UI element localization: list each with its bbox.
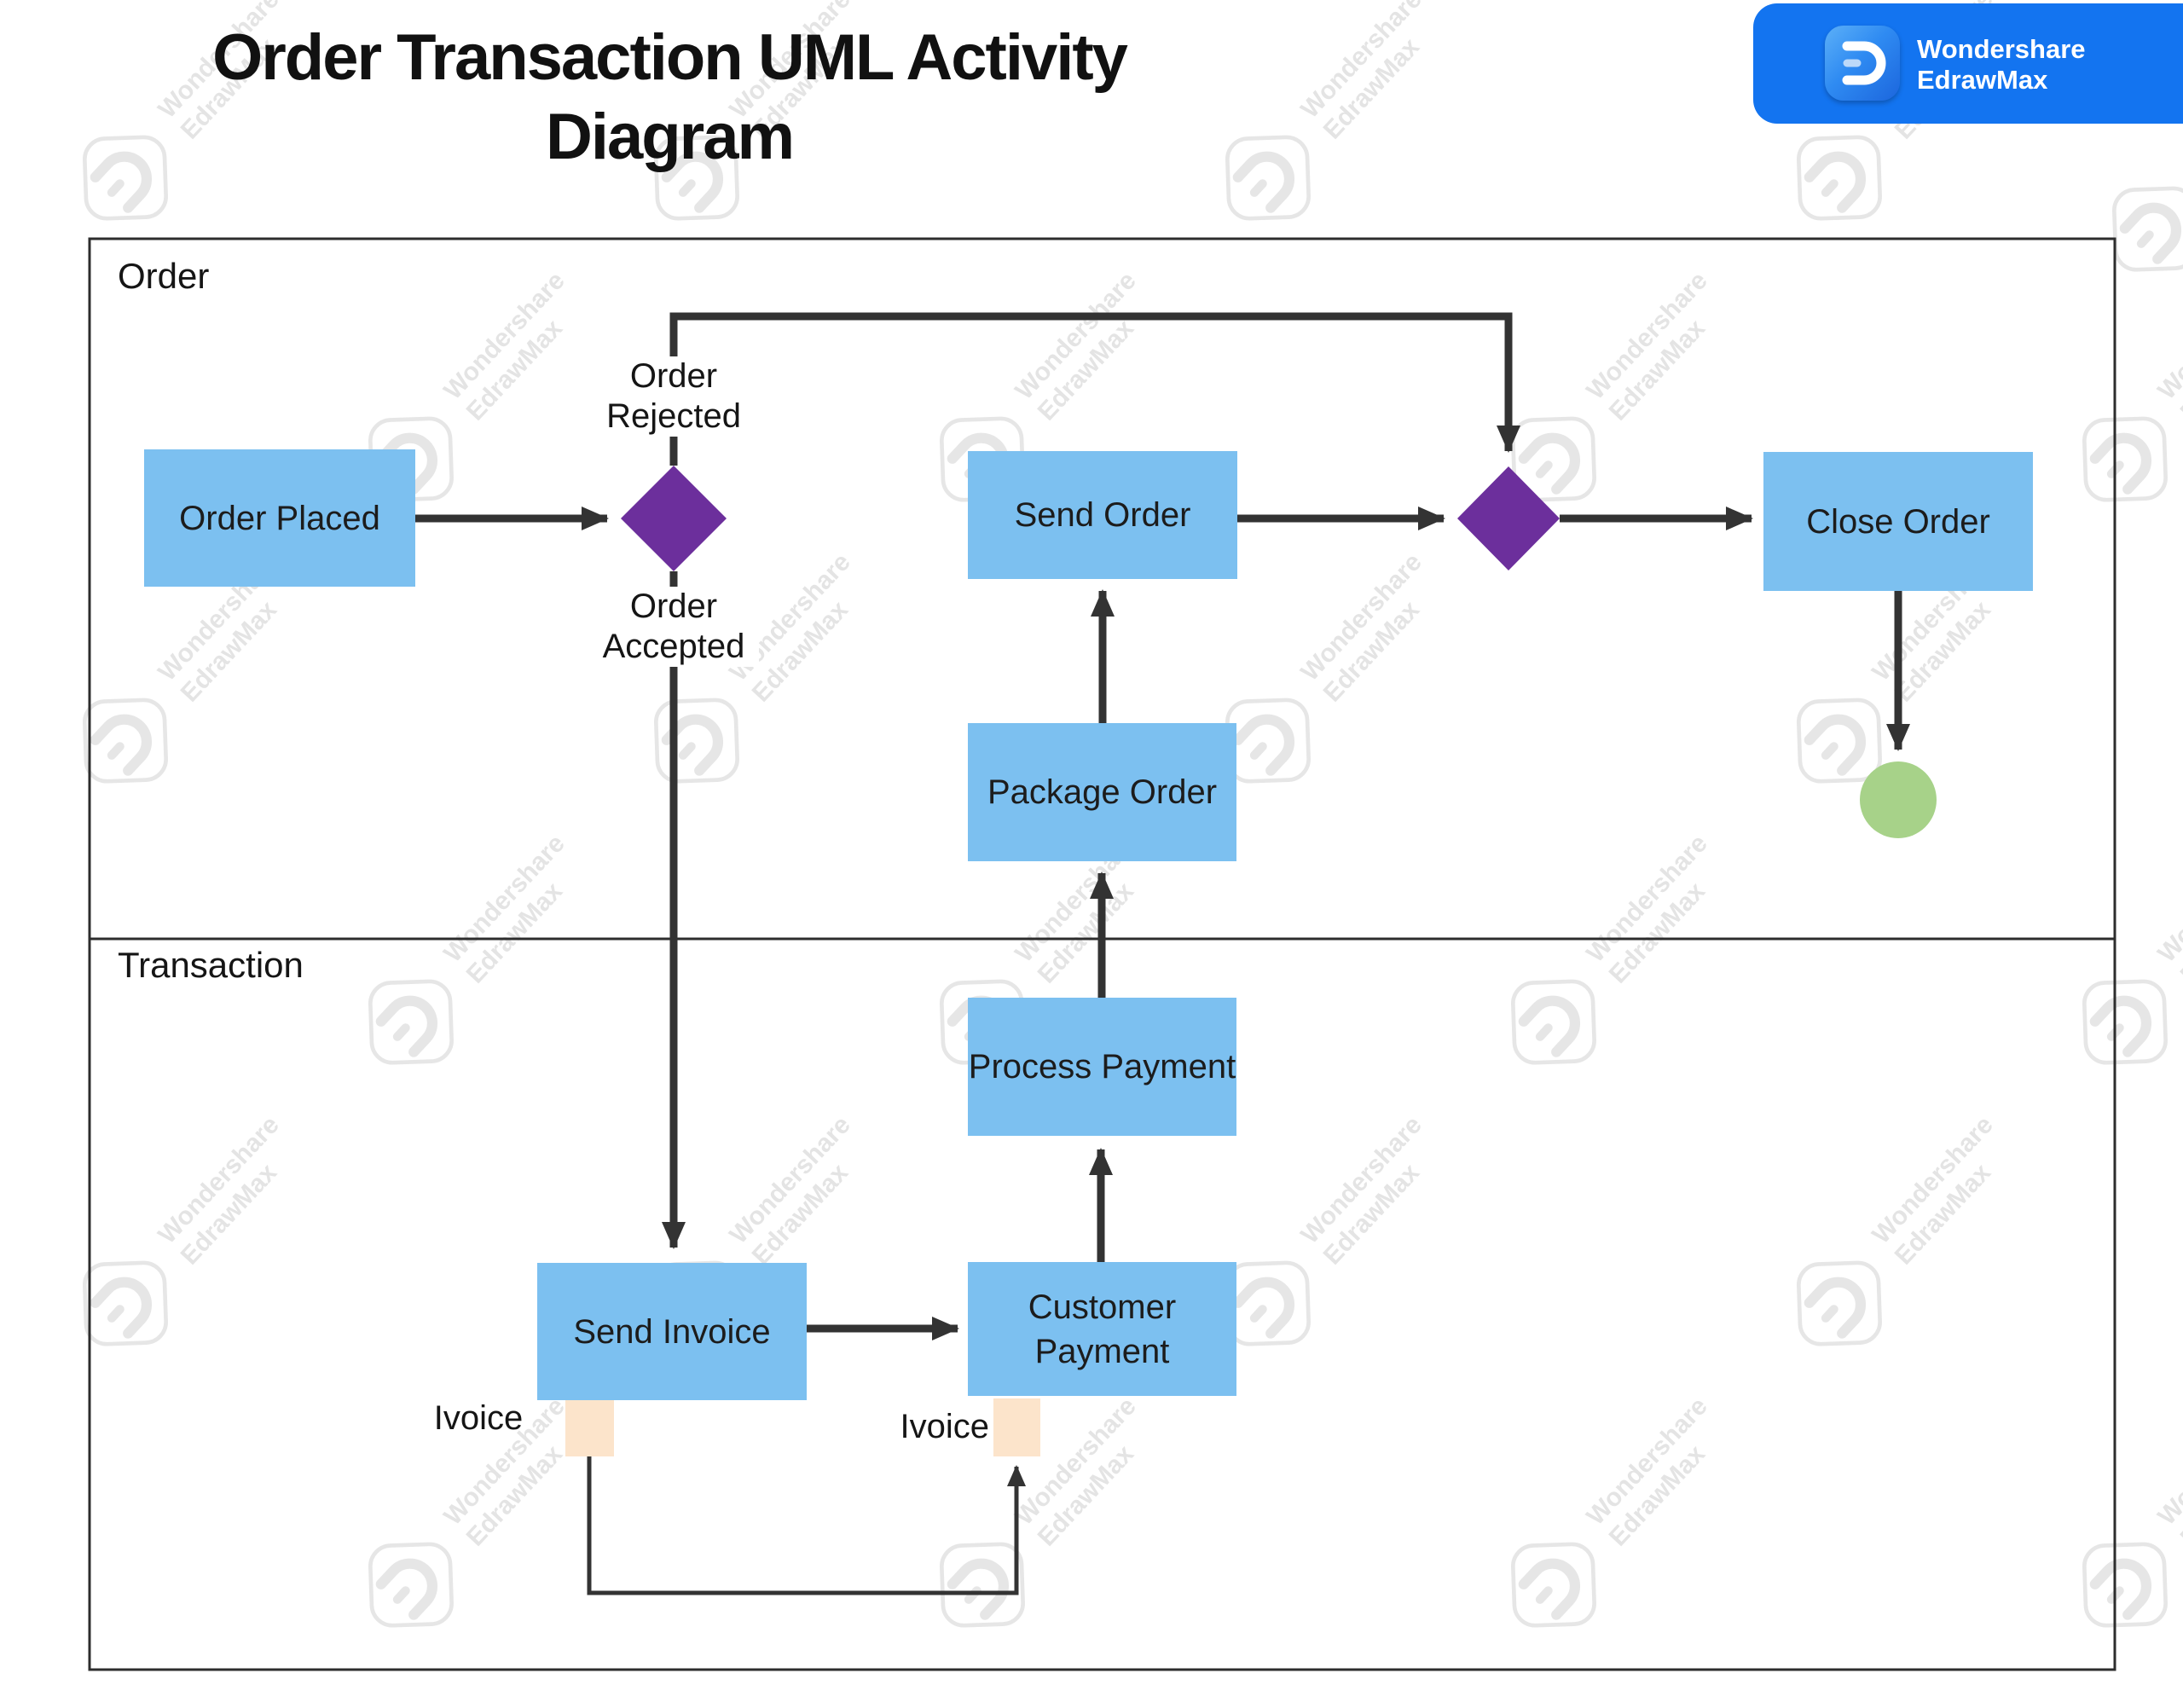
decision-node-order (621, 466, 727, 571)
guard-order-accepted: Order Accepted (588, 587, 759, 667)
brand-name-line2: EdrawMax (1917, 65, 2048, 95)
final-node (1860, 761, 1937, 838)
swimlane-frame (88, 237, 2116, 1671)
merge-node-order (1457, 466, 1560, 570)
diagram-title-line2: Diagram (545, 100, 795, 173)
diagram-title: Order Transaction UML Activity Diagram (132, 19, 1207, 177)
activity-customer-payment: Customer Payment (968, 1262, 1236, 1396)
guard-order-rejected: Order Rejected (588, 356, 759, 437)
invoice-pin-customer-payment (993, 1398, 1040, 1456)
edrawmax-logo-icon (1825, 26, 1900, 101)
activity-package-order: Package Order (968, 723, 1236, 861)
edge-invoice-object-flow (587, 1456, 1026, 1595)
pin-label-invoice-right: Ivoice (900, 1408, 990, 1445)
edge-order-rejected-loop (669, 312, 1520, 466)
diagram-title-line1: Order Transaction UML Activity (212, 21, 1128, 94)
activity-send-order: Send Order (968, 451, 1237, 579)
activity-order-placed: Order Placed (144, 449, 415, 587)
activity-send-invoice: Send Invoice (537, 1263, 807, 1400)
lane-label-order: Order (118, 256, 210, 296)
activity-close-order: Close Order (1763, 452, 2033, 591)
brand-name: Wondershare EdrawMax (1917, 34, 2086, 96)
pin-label-invoice-left: Ivoice (433, 1399, 524, 1437)
lane-label-transaction: Transaction (118, 945, 304, 985)
brand-name-line1: Wondershare (1917, 34, 2086, 64)
invoice-pin-send-invoice (565, 1398, 614, 1456)
activity-process-payment: Process Payment (968, 998, 1236, 1136)
brand-banner: Wondershare EdrawMax (1753, 3, 2183, 124)
